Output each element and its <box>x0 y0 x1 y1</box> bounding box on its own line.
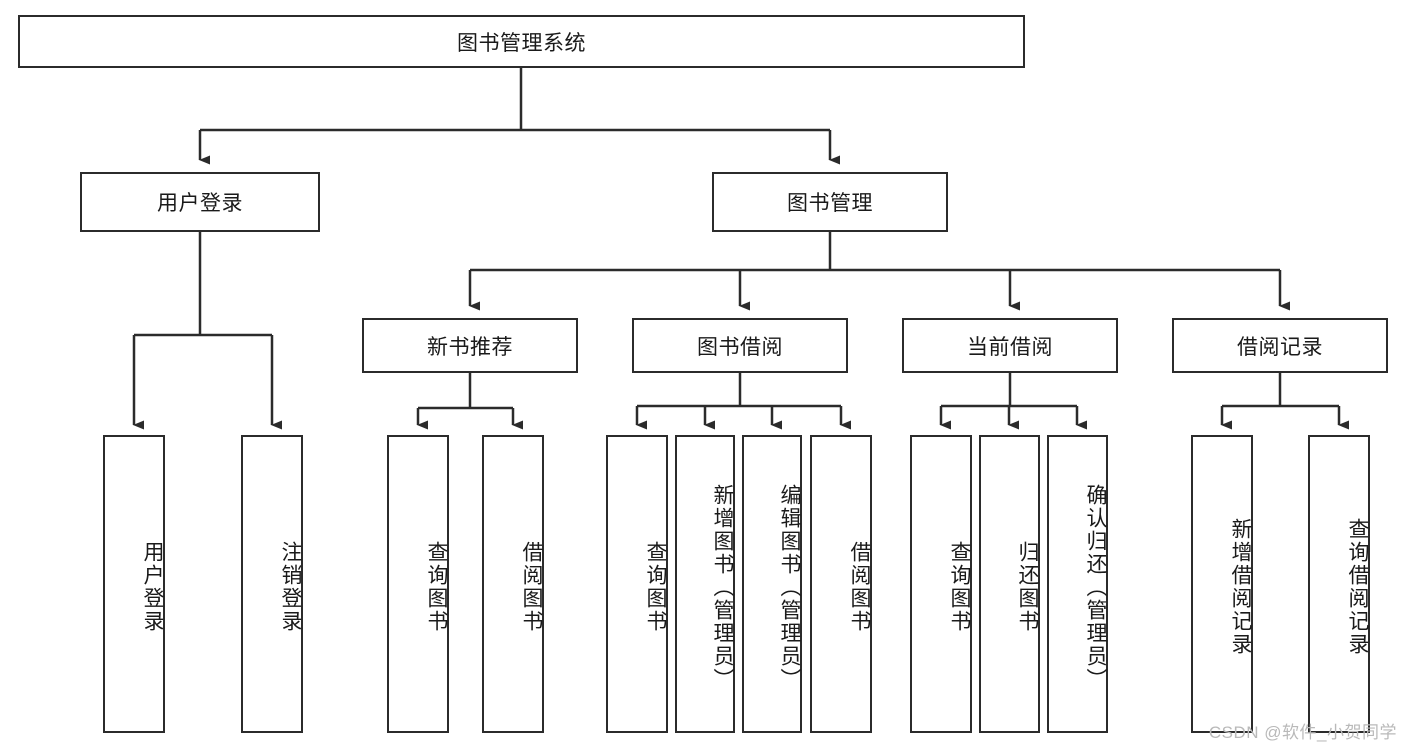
node-label: 确认归还（管理员） <box>1084 483 1107 691</box>
leaf-user-login-logout[interactable]: 注销登录 <box>241 435 303 733</box>
leaf-borrow-record-add[interactable]: 新增借阅记录 <box>1191 435 1253 733</box>
leaf-new-book-borrow[interactable]: 借阅图书 <box>482 435 544 733</box>
leaf-book-borrow-add-admin[interactable]: 新增图书（管理员） <box>675 435 735 733</box>
node-label: 注销登录 <box>279 541 302 633</box>
node-label: 新书推荐 <box>427 335 513 359</box>
node-label: 查询图书 <box>644 541 667 633</box>
node-label: 当前借阅 <box>967 335 1053 359</box>
leaf-book-borrow-query[interactable]: 查询图书 <box>606 435 668 733</box>
node-root-book-management-system[interactable]: 图书管理系统 <box>18 15 1025 68</box>
node-label: 借阅记录 <box>1237 335 1323 359</box>
leaf-book-borrow-borrow[interactable]: 借阅图书 <box>810 435 872 733</box>
node-label: 图书借阅 <box>697 335 783 359</box>
leaf-current-borrow-query[interactable]: 查询图书 <box>910 435 972 733</box>
leaf-borrow-record-query[interactable]: 查询借阅记录 <box>1308 435 1370 733</box>
node-user-login[interactable]: 用户登录 <box>80 172 320 232</box>
node-label: 借阅图书 <box>848 541 871 633</box>
leaf-user-login-login[interactable]: 用户登录 <box>103 435 165 733</box>
node-label: 用户登录 <box>141 541 164 633</box>
node-borrow-record[interactable]: 借阅记录 <box>1172 318 1388 373</box>
node-label: 新增借阅记录 <box>1229 518 1252 656</box>
node-current-borrow[interactable]: 当前借阅 <box>902 318 1118 373</box>
node-label: 图书管理 <box>787 192 873 215</box>
node-new-book-recommend[interactable]: 新书推荐 <box>362 318 578 373</box>
node-label: 用户登录 <box>157 192 243 215</box>
leaf-current-borrow-confirm-admin[interactable]: 确认归还（管理员） <box>1047 435 1108 733</box>
node-label: 图书管理系统 <box>457 31 586 55</box>
node-label: 查询图书 <box>425 541 448 633</box>
node-label: 借阅图书 <box>520 541 543 633</box>
node-book-borrow[interactable]: 图书借阅 <box>632 318 848 373</box>
leaf-current-borrow-return[interactable]: 归还图书 <box>979 435 1040 733</box>
node-label: 编辑图书（管理员） <box>778 483 801 691</box>
node-label: 归还图书 <box>1016 541 1039 633</box>
node-label: 查询图书 <box>948 541 971 633</box>
node-book-management[interactable]: 图书管理 <box>712 172 948 232</box>
leaf-book-borrow-edit-admin[interactable]: 编辑图书（管理员） <box>742 435 802 733</box>
node-label: 新增图书（管理员） <box>711 483 734 691</box>
leaf-new-book-query[interactable]: 查询图书 <box>387 435 449 733</box>
node-label: 查询借阅记录 <box>1346 518 1369 656</box>
